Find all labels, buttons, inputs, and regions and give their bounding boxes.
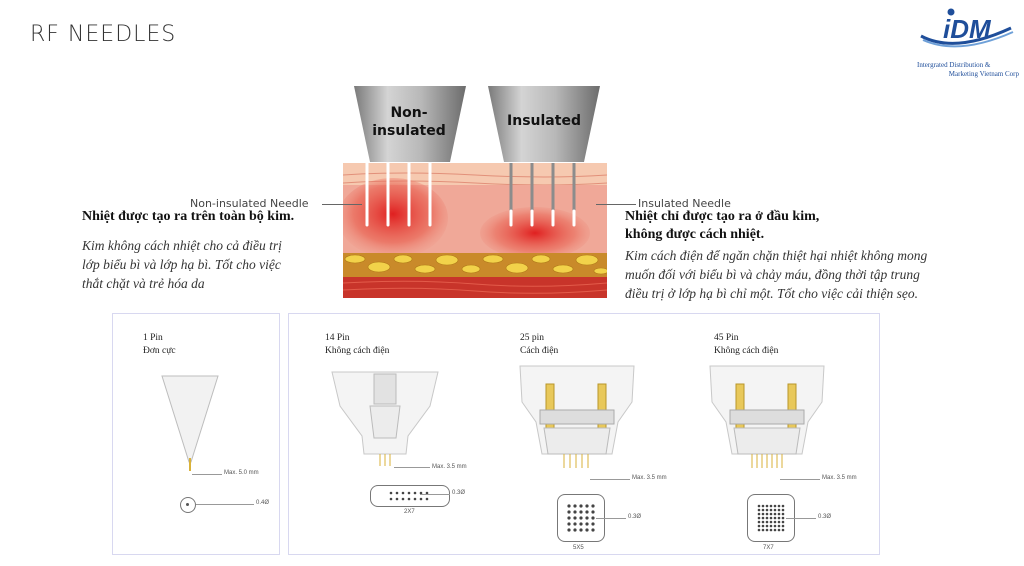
- product-3-depth: Max. 3.5 mm: [632, 475, 667, 481]
- product-4-count: 45 Pin: [714, 333, 739, 343]
- right-desc-line-3: điều trị ở lớp hạ bì chỉ một. Tốt cho vi…: [625, 286, 918, 301]
- right-description: Kim cách điện để ngăn chặn thiệt hại nhi…: [625, 246, 1005, 303]
- logo-line-1: Intergrated Distribution &: [917, 61, 991, 69]
- cartridge-45pin-illustration: [708, 362, 826, 480]
- product-2-spec: 14 Pin Không cách điện: [325, 332, 389, 358]
- company-logo: iDM Intergrated Distribution & Marketing…: [915, 6, 1019, 80]
- right-heading-line-1: Nhiệt chỉ được tạo ra ở đầu kim,: [625, 209, 820, 224]
- cartridge-14pin-illustration: [330, 366, 440, 470]
- leader-line-left: [322, 204, 362, 205]
- right-heading-line-2: không được cách nhiệt.: [625, 227, 765, 242]
- skin-cross-section: [343, 163, 607, 298]
- product-3-diameter: 0.3Ø: [628, 514, 642, 520]
- diameter-line-1: [196, 504, 254, 505]
- diameter-circle: [180, 497, 196, 513]
- product-1-spec: 1 Pin Đơn cực: [143, 332, 176, 358]
- logo-line-2: Marketing Vietnam Corp: [948, 70, 1019, 78]
- page-title: RF NEEDLES: [30, 22, 177, 47]
- product-1-type: Đơn cực: [143, 346, 176, 356]
- insulated-label: Insulated: [507, 113, 581, 129]
- insulated-needle-caption: Insulated Needle: [638, 197, 731, 210]
- product-3-grid: 5X5: [573, 545, 584, 551]
- product-3-spec: 25 pin Cách điện: [520, 332, 558, 358]
- left-heading: Nhiệt được tạo ra trên toàn bộ kim.: [82, 209, 295, 224]
- left-desc-line-2: lớp biểu bì và lớp hạ bì. Tốt cho việc: [82, 257, 281, 272]
- single-needle-illustration: [160, 374, 220, 474]
- svg-text:iDM: iDM: [943, 14, 992, 44]
- non-insulated-needle-caption: Non-insulated Needle: [190, 197, 309, 210]
- product-1-count: 1 Pin: [143, 333, 163, 343]
- product-1-diameter: 0.4Ø: [256, 500, 270, 506]
- product-4-depth: Max. 3.5 mm: [822, 475, 857, 481]
- right-desc-line-2: muốn đối với biểu bì và chảy máu, đồng t…: [625, 267, 920, 282]
- product-2-grid-box: [370, 485, 450, 507]
- right-desc-line-1: Kim cách điện để ngăn chặn thiệt hại nhi…: [625, 248, 928, 263]
- product-2-depth: Max. 3.5 mm: [432, 464, 467, 470]
- product-4-diameter: 0.3Ø: [818, 514, 832, 520]
- insulated-tip: [486, 84, 602, 164]
- depth-line-4: [780, 479, 820, 480]
- diameter-line-4: [786, 518, 816, 519]
- depth-line-1: [192, 474, 222, 475]
- right-heading: Nhiệt chỉ được tạo ra ở đầu kim, không đ…: [625, 208, 819, 244]
- product-3-count: 25 pin: [520, 333, 545, 343]
- cartridge-25pin-illustration: [518, 362, 636, 480]
- depth-line-3: [590, 479, 630, 480]
- product-2-diameter: 0.3Ø: [452, 490, 466, 496]
- product-4-type: Không cách điện: [714, 346, 779, 356]
- left-desc-line-1: Kim không cách nhiệt cho cả điều trị: [82, 238, 282, 253]
- product-2-count: 14 Pin: [325, 333, 350, 343]
- product-4-grid: 7X7: [763, 545, 774, 551]
- product-4-spec: 45 Pin Không cách điện: [714, 332, 778, 358]
- leader-line-right: [596, 204, 636, 205]
- non-insulated-label-2: insulated: [372, 123, 446, 139]
- left-description: Kim không cách nhiệt cho cả điều trị lớp…: [82, 236, 322, 293]
- diameter-line-3: [596, 518, 626, 519]
- left-desc-line-3: thắt chặt và trẻ hóa da: [82, 276, 205, 291]
- non-insulated-label-1: Non-: [390, 105, 428, 121]
- diameter-line-2: [420, 494, 450, 495]
- depth-line-2: [394, 467, 430, 468]
- idm-logo-mark: iDM: [920, 8, 1014, 48]
- product-2-type: Không cách điện: [325, 346, 390, 356]
- product-3-type: Cách điện: [520, 346, 559, 356]
- product-1-depth: Max. 5.0 mm: [224, 470, 259, 476]
- product-2-grid: 2X7: [404, 509, 415, 515]
- diameter-dot: [186, 503, 189, 506]
- non-insulated-tip: [352, 84, 468, 164]
